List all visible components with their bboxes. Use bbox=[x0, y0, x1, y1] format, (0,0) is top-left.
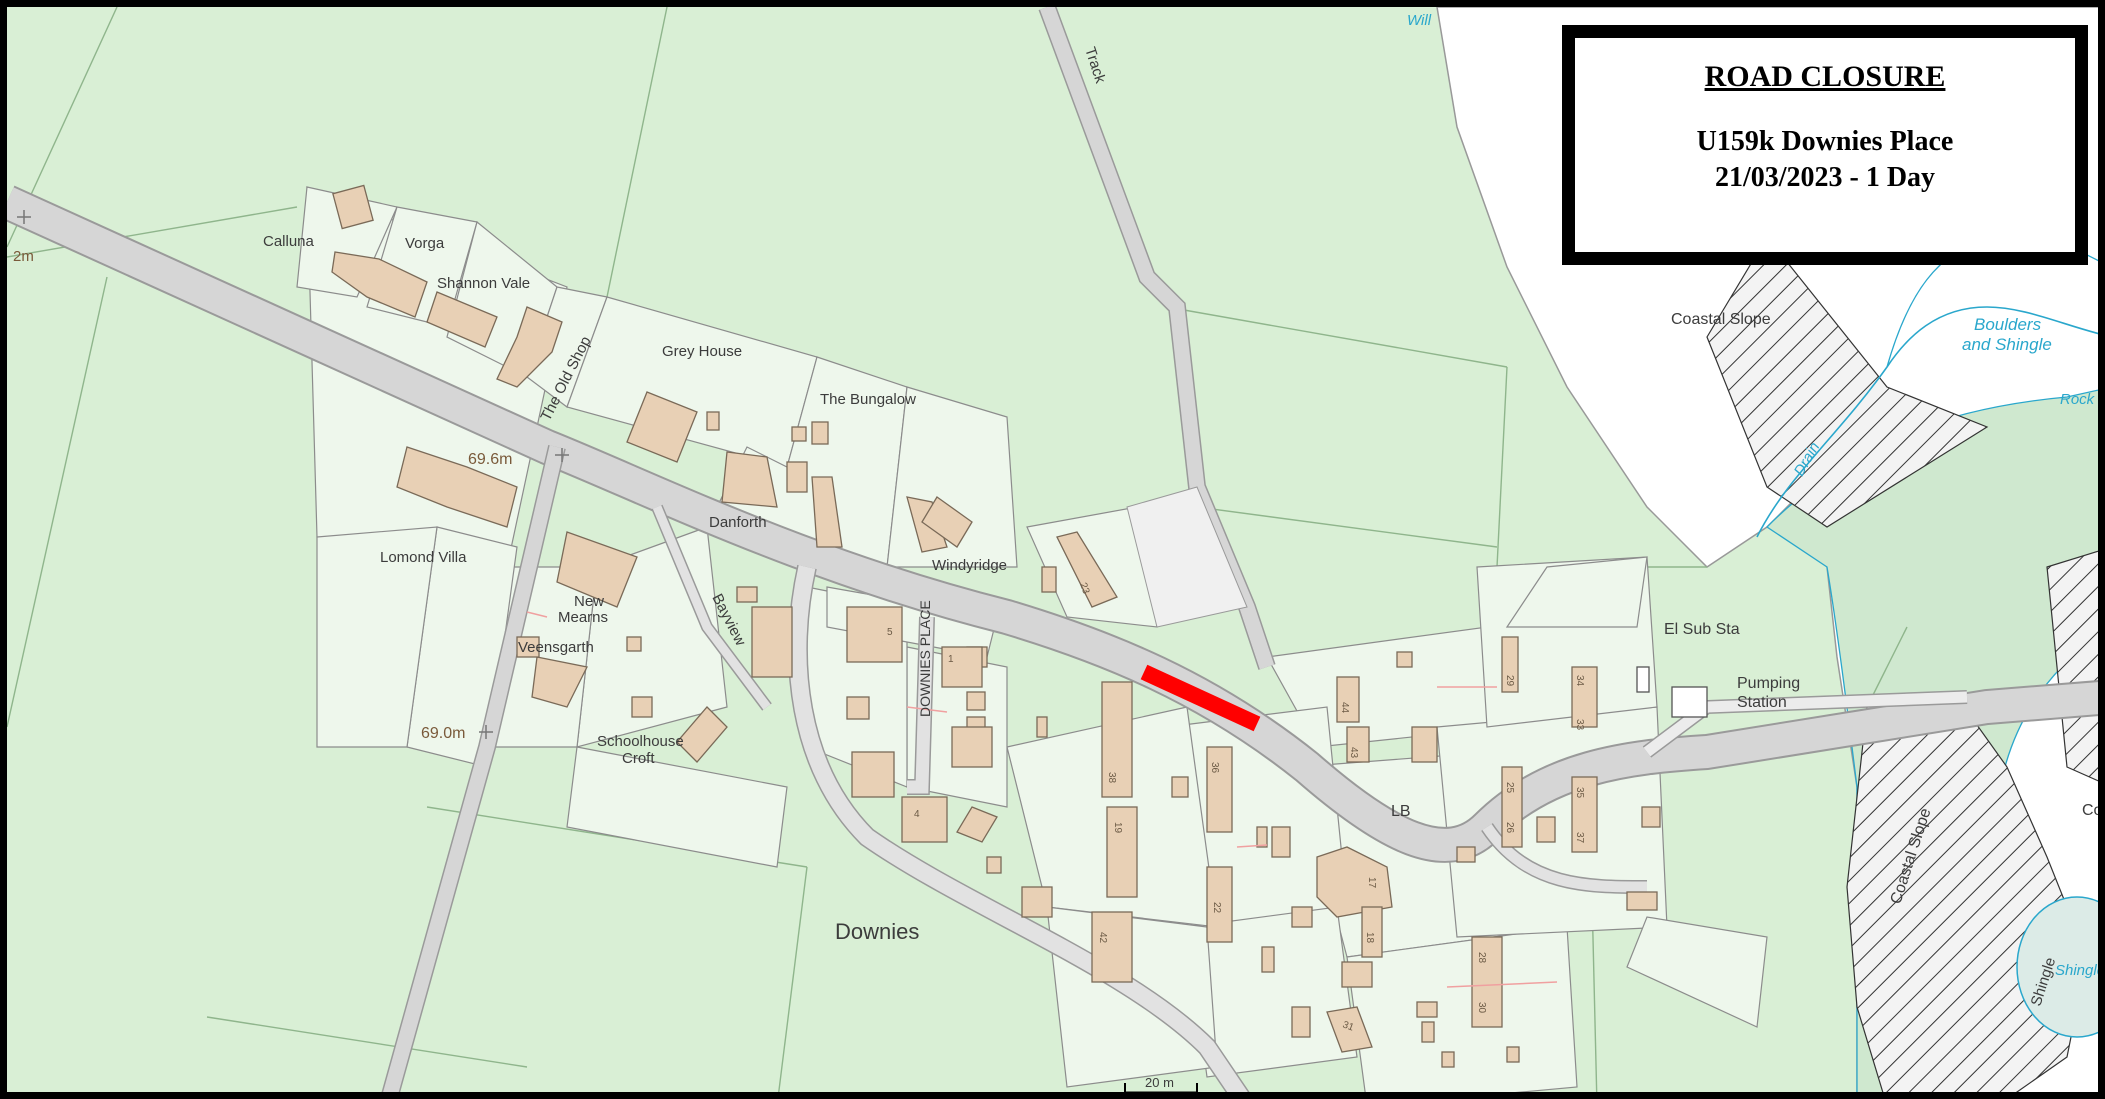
house-number: 37 bbox=[1574, 832, 1585, 844]
house-number: 36 bbox=[1209, 762, 1220, 774]
label-height-69-0: 69.0m bbox=[421, 725, 465, 742]
house-number: 33 bbox=[1574, 719, 1585, 731]
label-vorga: Vorga bbox=[405, 235, 445, 252]
house-number: 30 bbox=[1476, 1002, 1487, 1014]
notice-date: 21/03/2023 - 1 Day bbox=[1714, 162, 1936, 193]
label-grey-house: Grey House bbox=[662, 343, 742, 360]
label-shingle-bottom: Shingle bbox=[2055, 962, 2105, 979]
house-number: 4 bbox=[914, 809, 920, 820]
label-coastal-slope-top: Coastal Slope bbox=[1671, 311, 1771, 328]
house-number: 34 bbox=[1574, 675, 1585, 687]
label-the-bungalow: The Bungalow bbox=[820, 391, 916, 408]
notice-road: U159k Downies Place bbox=[1696, 126, 1954, 157]
label-downies-place: DOWNIES PLACE bbox=[917, 600, 933, 717]
road-closure-notice: ROAD CLOSURE U159k Downies Place 21/03/2… bbox=[1562, 25, 2088, 265]
house-number: 17 bbox=[1366, 877, 1377, 889]
label-height-69-6: 69.6m bbox=[468, 451, 512, 468]
house-number: 35 bbox=[1574, 787, 1585, 799]
house-number: 44 bbox=[1339, 702, 1350, 714]
label-downies: Downies bbox=[835, 919, 919, 944]
label-windyridge: Windyridge bbox=[932, 557, 1007, 574]
house-number: 5 bbox=[887, 627, 893, 638]
house-number: 29 bbox=[1504, 675, 1515, 687]
buildings bbox=[331, 184, 1708, 1068]
label-rock: Rock bbox=[2060, 391, 2096, 408]
label-el-sub-sta: El Sub Sta bbox=[1664, 621, 1740, 638]
house-number: 18 bbox=[1364, 932, 1375, 944]
house-number: 38 bbox=[1106, 772, 1117, 784]
house-number: 22 bbox=[1211, 902, 1222, 914]
label-scale: 20 m bbox=[1145, 1075, 1174, 1090]
parcel-lines bbox=[526, 611, 1558, 988]
open-ground bbox=[1126, 486, 1248, 628]
label-height-edge: 2m bbox=[13, 248, 34, 265]
label-edge-co: Co bbox=[2082, 802, 2103, 819]
spot-heights bbox=[17, 210, 569, 739]
house-number: 23 bbox=[1077, 581, 1091, 596]
label-lomond-villa: Lomond Villa bbox=[380, 549, 467, 566]
label-lb: LB bbox=[1391, 803, 1411, 820]
shingle-pool bbox=[2016, 896, 2098, 1038]
house-number: 25 bbox=[1504, 782, 1515, 794]
house-number: 19 bbox=[1112, 822, 1123, 834]
label-danforth: Danforth bbox=[709, 514, 767, 531]
house-number: 1 bbox=[948, 654, 954, 665]
house-number: 28 bbox=[1476, 952, 1487, 964]
label-shannon-vale: Shannon Vale bbox=[437, 275, 530, 292]
house-number: 26 bbox=[1504, 822, 1515, 834]
label-calluna: Calluna bbox=[263, 233, 315, 250]
label-veensgarth: Veensgarth bbox=[518, 639, 594, 656]
label-edge-will: Will bbox=[1407, 12, 1432, 29]
drain-stream bbox=[1756, 306, 2098, 538]
house-number: 42 bbox=[1097, 932, 1108, 944]
house-number: 31 bbox=[1341, 1019, 1356, 1033]
house-number: 43 bbox=[1348, 747, 1359, 759]
scale-bar bbox=[1124, 1083, 1198, 1092]
road-closure-segment[interactable] bbox=[1140, 664, 1261, 732]
notice-title: ROAD CLOSURE bbox=[1704, 60, 1946, 93]
